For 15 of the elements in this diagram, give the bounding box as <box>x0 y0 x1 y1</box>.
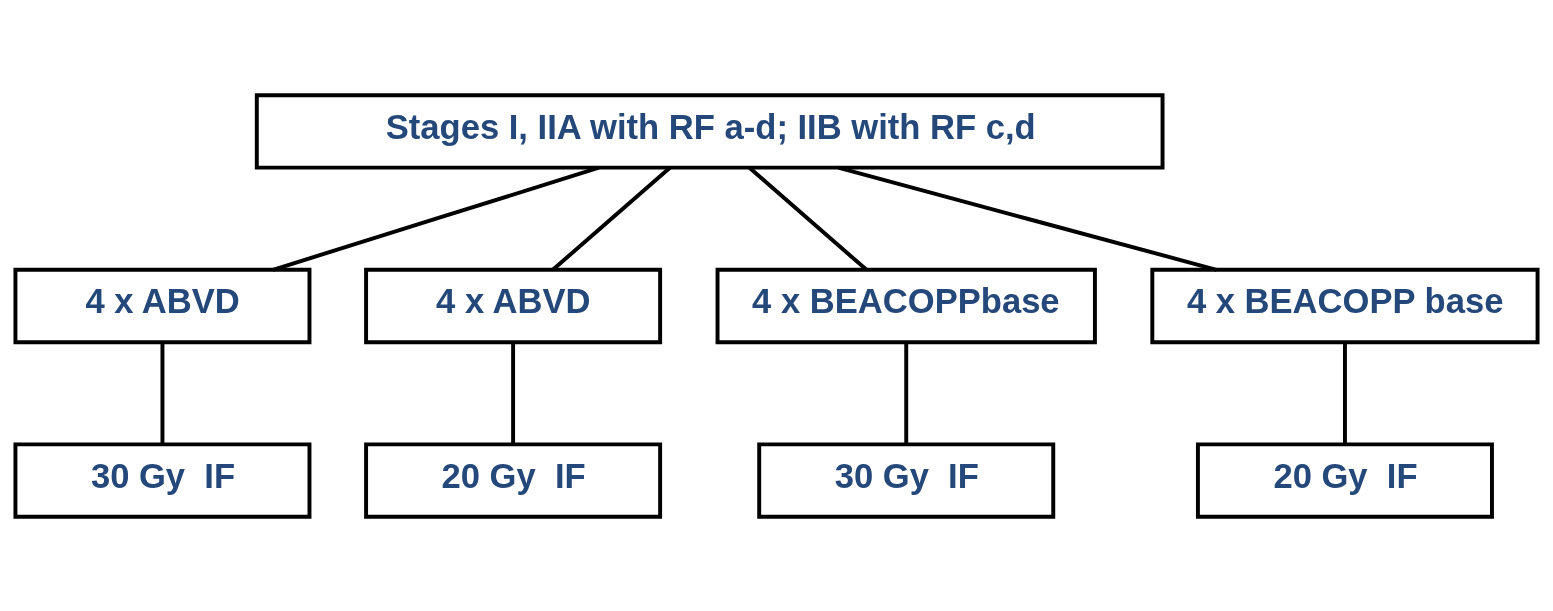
node-box: 4 x BEACOPP base <box>1150 267 1540 344</box>
node-box: 4 x BEACOPPbase <box>715 267 1097 344</box>
connector <box>511 341 516 444</box>
node-box: 20 Gy IF <box>1195 441 1494 519</box>
connector <box>160 341 165 444</box>
connector <box>1343 341 1347 444</box>
node-box: 4 x ABVD <box>364 267 663 344</box>
node-box: Stages I, IIA with RF a-d; IIB with RF c,d <box>254 92 1165 170</box>
node-box: 4 x ABVD <box>13 267 312 344</box>
connector <box>837 165 1218 272</box>
connector <box>272 165 600 272</box>
node-box: 20 Gy IF <box>364 441 663 519</box>
node-box: 30 Gy IF <box>13 441 312 519</box>
node-box: 30 Gy IF <box>757 441 1056 519</box>
connector <box>904 341 909 444</box>
